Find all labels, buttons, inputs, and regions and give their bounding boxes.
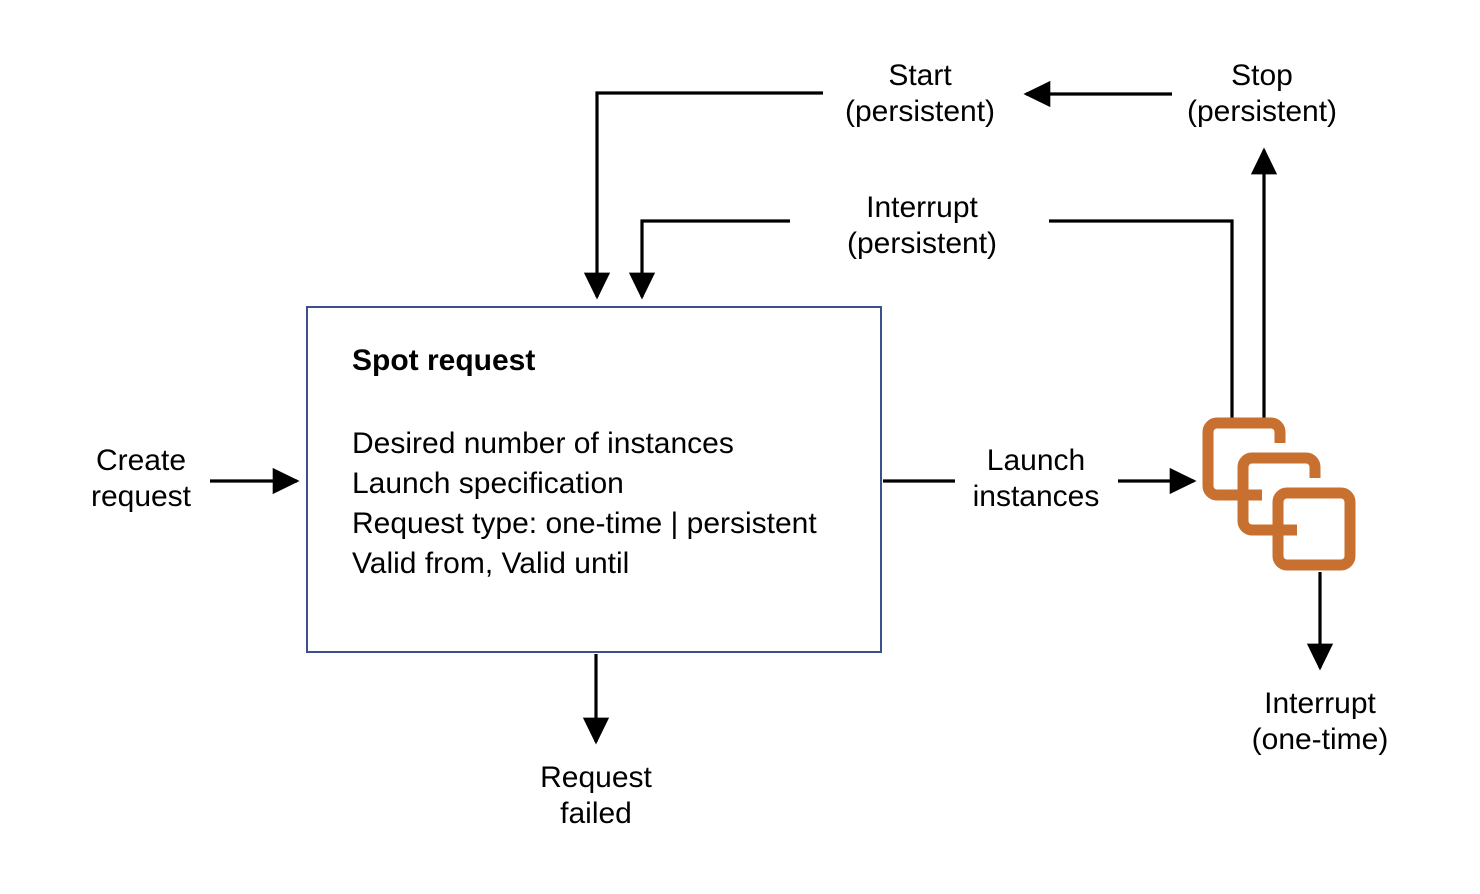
label-request-failed: Request failed	[540, 761, 652, 830]
spot-attribute-validity: Valid from, Valid until	[352, 547, 630, 580]
label-start-persistent: Start (persistent)	[844, 59, 996, 128]
label-launch-instances: Launch instances	[972, 444, 1100, 513]
label-create-request: Create request	[90, 444, 192, 513]
spot-attribute-desired-instances: Desired number of instances	[352, 427, 734, 460]
label-interrupt-one-time: Interrupt (one-time)	[1251, 687, 1389, 756]
spot-request-box: Spot request Desired number of instances…	[306, 306, 882, 653]
edge-interrupt-persistent-into-box	[628, 219, 790, 300]
spot-attribute-launch-specification: Launch specification	[352, 467, 624, 500]
edge-interrupt-persistent-from-instances	[1049, 219, 1234, 424]
spot-request-heading: Spot request	[352, 344, 536, 377]
edge-stop-persistent	[1023, 80, 1278, 424]
spot-attribute-request-type: Request type: one-time | persistent	[352, 507, 817, 540]
label-stop-persistent: Stop (persistent)	[1186, 59, 1338, 128]
stacked-instances-icon	[1202, 417, 1356, 571]
spot-request-attributes: Desired number of instances Launch speci…	[352, 424, 817, 584]
edge-start-persistent	[583, 91, 823, 300]
label-interrupt-persistent: Interrupt (persistent)	[846, 191, 998, 260]
